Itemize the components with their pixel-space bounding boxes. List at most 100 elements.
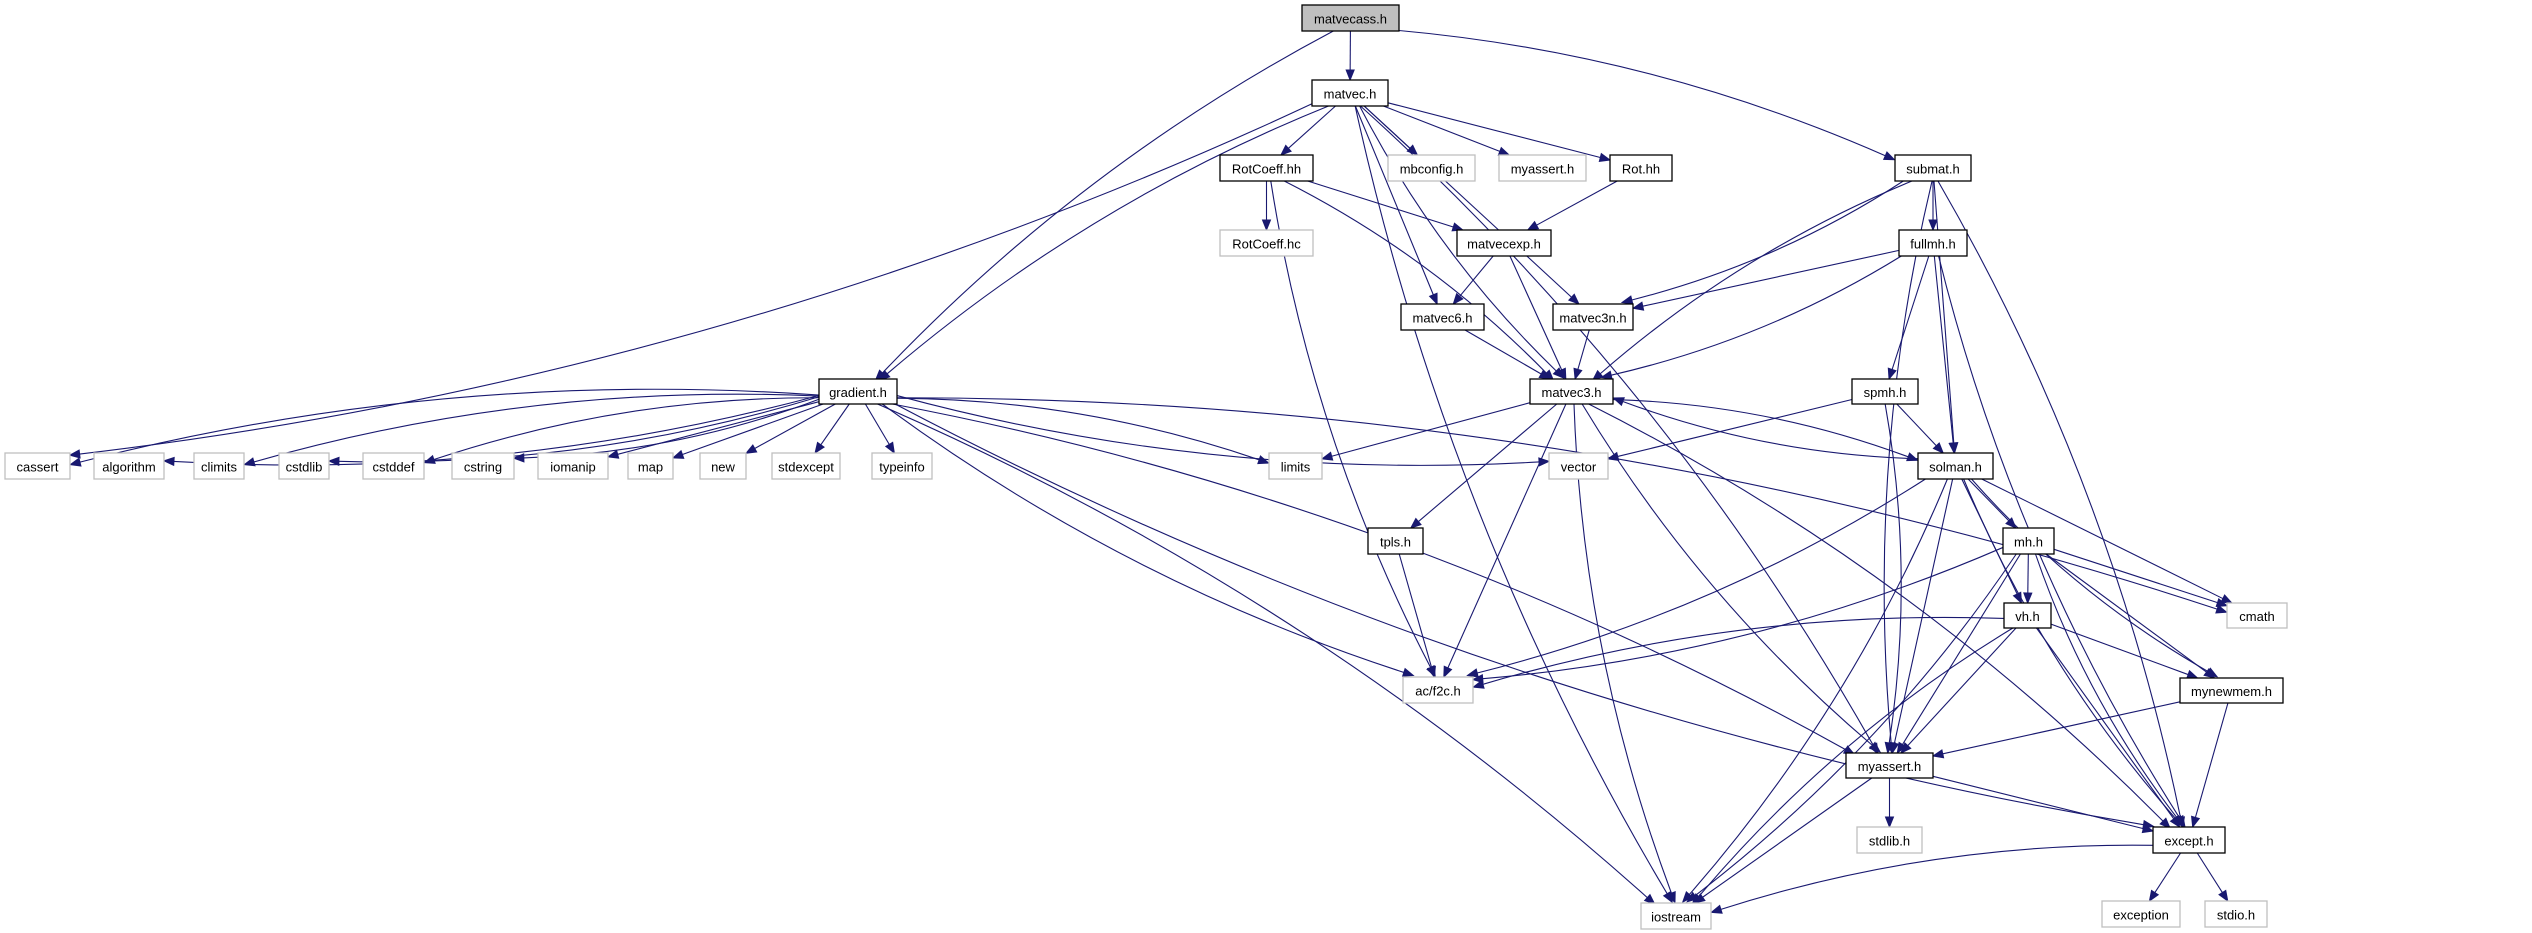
edge-matvec-to-cassert	[79, 103, 1313, 455]
node-label: typeinfo	[879, 460, 925, 475]
node-label: iostream	[1651, 910, 1701, 925]
arrowhead-icon	[1526, 220, 1540, 231]
arrowhead-icon	[1948, 442, 1958, 455]
node-spmh[interactable]: spmh.h	[1851, 378, 1919, 405]
arrowhead-icon	[1666, 891, 1676, 904]
edge-mh-to-except	[2034, 553, 2178, 819]
node-label: new	[711, 460, 735, 475]
node-box	[1311, 79, 1389, 107]
node-label: matvec3n.h	[1559, 311, 1626, 326]
node-label: iomanip	[550, 460, 596, 475]
arrowhead-icon	[2215, 604, 2228, 614]
arrowhead-icon	[2141, 823, 2155, 834]
arrowhead-icon	[2169, 815, 2181, 829]
node-matvec3[interactable]: matvec3.h	[1529, 378, 1614, 405]
arrowhead-icon	[1538, 369, 1552, 380]
edge-matvec-to-Rothh	[1387, 102, 1601, 159]
node-box	[1548, 452, 1609, 480]
node-label: spmh.h	[1864, 385, 1907, 400]
edge-gradient-to-typeinfo	[864, 403, 890, 445]
edge-gradient-to-except	[894, 403, 2144, 826]
node-stdexcept: stdexcept	[771, 452, 841, 480]
node-matvecass[interactable]: matvecass.h	[1301, 4, 1400, 32]
edge-mh-to-cmath	[2053, 548, 2218, 604]
edge-fullmh-to-solman	[1933, 255, 1954, 444]
edge-myassert-to-iostream	[1702, 777, 1873, 898]
arrowhead-icon	[1710, 904, 1723, 914]
node-stdio: stdio.h	[2204, 900, 2268, 928]
node-typeinfo: typeinfo	[871, 452, 933, 480]
edge-gradient-to-map	[682, 403, 824, 456]
arrowhead-icon	[1567, 293, 1580, 305]
node-label: matvec3.h	[1542, 385, 1602, 400]
edge-solman-to-mynewmem	[1971, 478, 2209, 673]
edge-solman-to-matvec3	[1622, 400, 1919, 460]
node-box	[871, 452, 933, 480]
node-tpls[interactable]: tpls.h	[1367, 527, 1424, 555]
node-matvec6[interactable]: matvec6.h	[1400, 303, 1485, 331]
node-myassert[interactable]: myassert.h	[1845, 752, 1934, 779]
node-label: stdlib.h	[1869, 834, 1910, 849]
node-label: vector	[1561, 460, 1597, 475]
node-mynewmem[interactable]: mynewmem.h	[2179, 677, 2284, 704]
edge-gradient-to-cmath	[896, 397, 2218, 610]
edge-matvec-to-iostream	[1354, 105, 1668, 894]
edge-matvec3n-to-matvec3	[1577, 329, 1590, 370]
arrowhead-icon	[1497, 146, 1511, 156]
node-mh[interactable]: mh.h	[2002, 527, 2055, 555]
node-label: Rot.hh	[1622, 162, 1660, 177]
node-acf2c: ac/f2c.h	[1402, 676, 1474, 704]
arrowhead-icon	[2186, 669, 2199, 679]
edge-fullmh-to-matvec3	[1611, 255, 1902, 376]
node-vh[interactable]: vh.h	[2003, 602, 2052, 629]
node-label: gradient.h	[829, 385, 887, 400]
edge-mh-to-mynewmem	[2045, 553, 2207, 673]
edge-gradient-to-myassert	[892, 403, 1846, 751]
edge-mh-to-myassert	[1902, 553, 2021, 745]
arrowhead-icon	[1884, 816, 1895, 829]
arrowhead-icon	[1452, 292, 1464, 306]
node-label: RotCoeff.hh	[1232, 162, 1301, 177]
node-RotCoeffhh[interactable]: RotCoeff.hh	[1219, 154, 1314, 182]
edge-except-to-iostream	[1720, 844, 2154, 910]
edge-spmh-to-vector	[1617, 398, 1853, 458]
node-box	[1851, 378, 1919, 405]
node-iomanip: iomanip	[537, 452, 609, 480]
node-matvecexp[interactable]: matvecexp.h	[1456, 229, 1552, 257]
node-matvec3n[interactable]: matvec3n.h	[1552, 303, 1634, 331]
node-fullmh[interactable]: fullmh.h	[1898, 229, 1968, 257]
edge-mynewmem-to-myassert	[1942, 701, 2181, 755]
node-label: RotCoeff.hc	[1232, 237, 1301, 252]
node-limits: limits	[1268, 452, 1323, 480]
node-except[interactable]: except.h	[2152, 826, 2226, 854]
node-label: mbconfig.h	[1400, 162, 1464, 177]
node-label: cstddef	[373, 460, 415, 475]
edge-mh-to-vh	[2027, 553, 2029, 594]
node-label: myassert.h	[1511, 162, 1575, 177]
node-Rothh[interactable]: Rot.hh	[1609, 154, 1673, 182]
arrowhead-icon	[2023, 592, 2033, 605]
node-solman[interactable]: solman.h	[1917, 452, 1994, 480]
edge-mh-to-acf2c	[1482, 546, 2004, 680]
node-box	[2003, 602, 2052, 629]
node-box	[451, 452, 515, 480]
node-box	[1301, 4, 1400, 32]
edge-vh-to-except	[2036, 627, 2175, 820]
edge-matvec3-to-acf2c	[1447, 403, 1567, 669]
node-box	[1387, 154, 1476, 182]
edge-tpls-to-acf2c	[1398, 553, 1433, 668]
arrowhead-icon	[1868, 741, 1882, 753]
edge-matvec3-to-myassert	[1581, 403, 1873, 746]
edge-vh-to-iostream	[1698, 627, 2014, 897]
edge-solman-to-iostream	[1688, 478, 1948, 895]
node-matvec[interactable]: matvec.h	[1311, 79, 1389, 107]
arrowhead-icon	[1471, 673, 1484, 684]
arrowhead-icon	[1693, 893, 1706, 904]
node-gradient[interactable]: gradient.h	[818, 378, 898, 405]
node-box	[771, 452, 841, 480]
edge-matvec-to-myassert_top	[1383, 105, 1501, 152]
node-label: matvec.h	[1324, 87, 1377, 102]
node-submat[interactable]: submat.h	[1894, 154, 1972, 182]
arrowhead-icon	[2203, 667, 2216, 679]
node-box	[1367, 527, 1424, 555]
